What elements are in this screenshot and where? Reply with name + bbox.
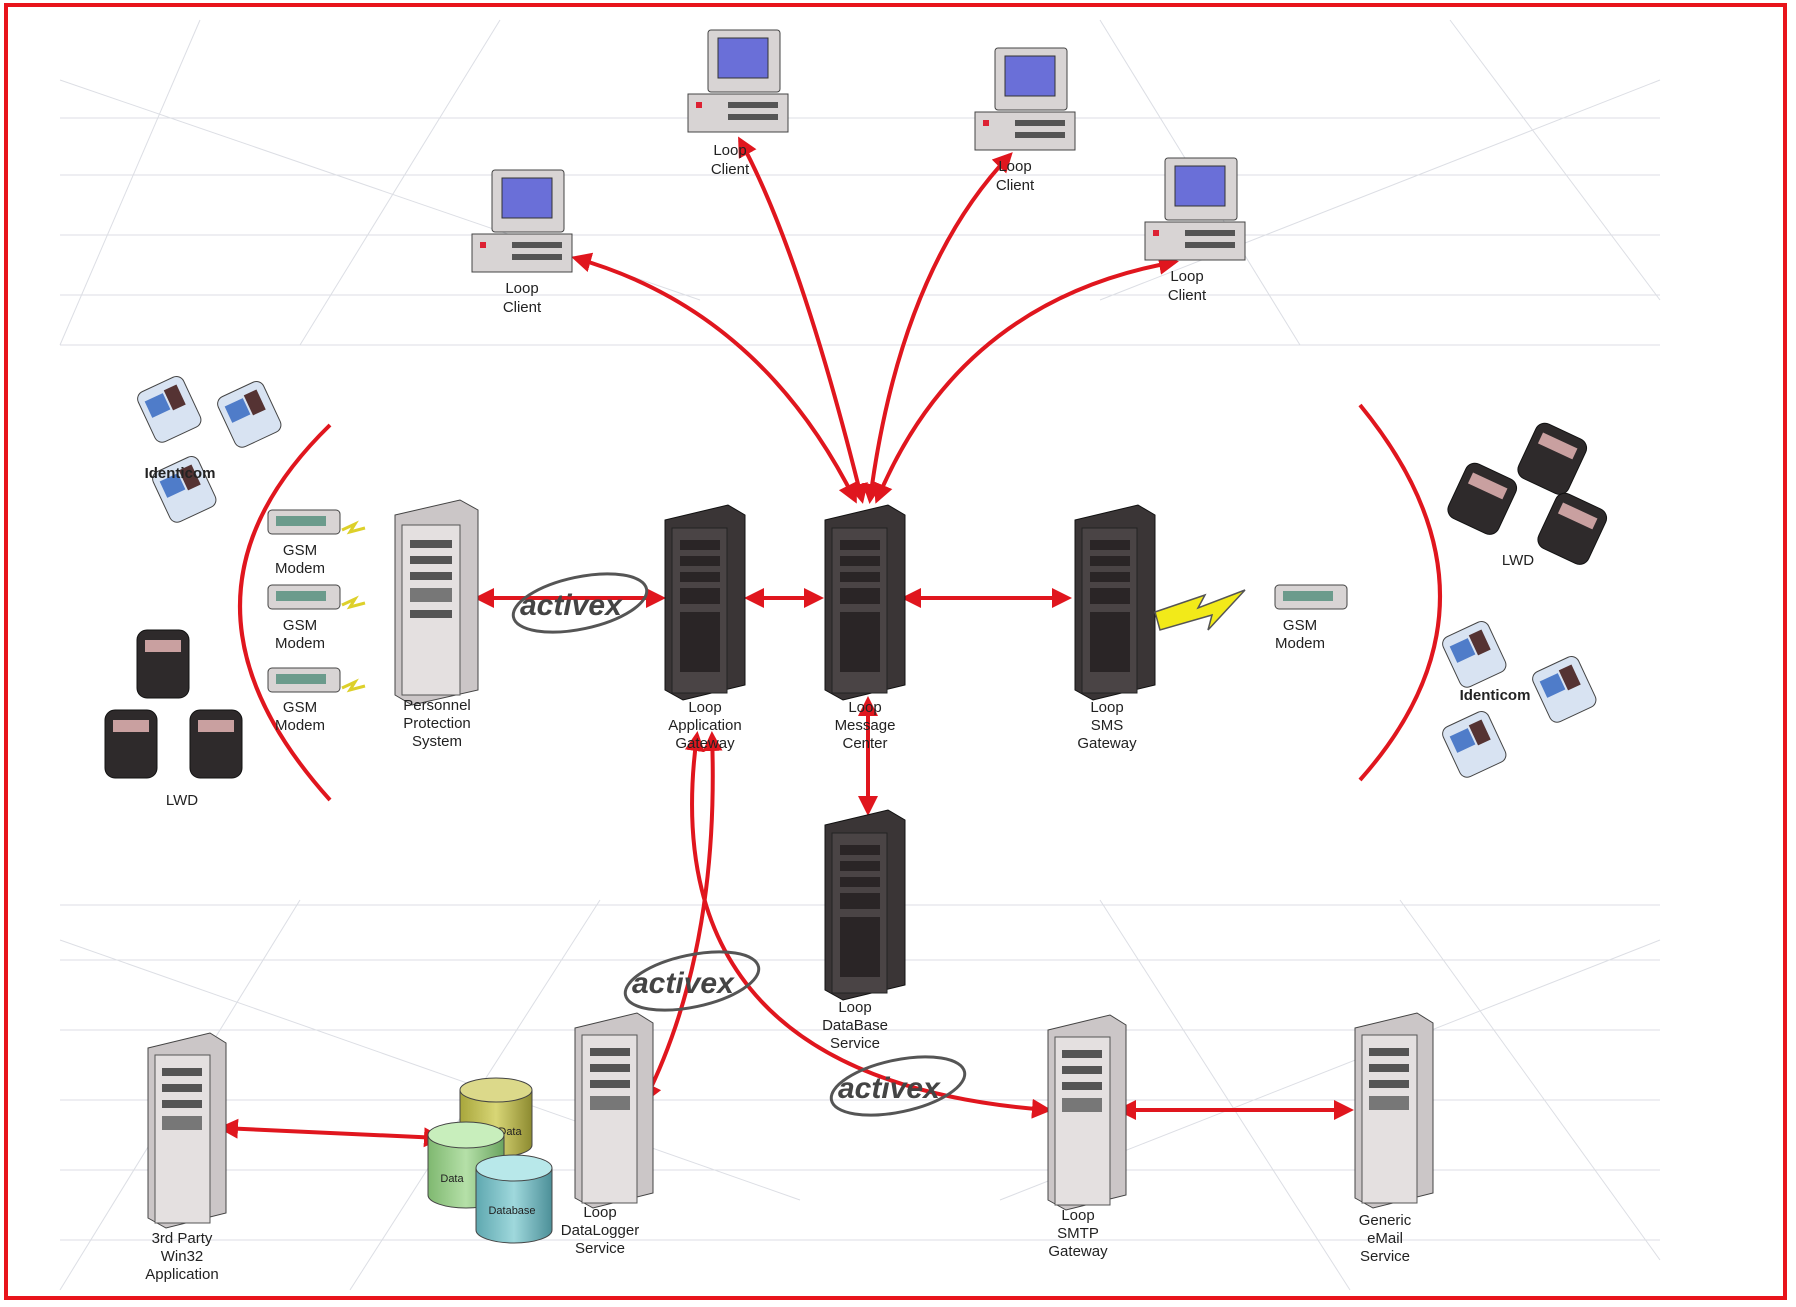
svg-text:activex: activex — [520, 589, 623, 622]
gsm-modems-left[interactable]: GSM Modem GSM Modem GSM Modem — [267, 509, 366, 734]
database-icon-3: Database — [475, 1154, 553, 1244]
right-group-arc — [1358, 403, 1442, 782]
svg-text:Personnel: Personnel — [403, 697, 471, 714]
client-pc-3[interactable]: Loop Client — [974, 47, 1076, 194]
gsm-modem-left-3: GSM Modem — [267, 667, 366, 734]
gsm-modem-left-1: GSM Modem — [267, 509, 366, 577]
lwd-left-label: LWD — [166, 792, 198, 809]
loop-datalogger-service-server[interactable]: Loop DataLogger Service — [561, 1012, 654, 1257]
svg-text:Service: Service — [830, 1035, 880, 1052]
activex-logo-3: activex — [829, 1055, 967, 1117]
third-party-win32-application-server[interactable]: 3rd Party Win32 Application — [145, 1032, 227, 1283]
svg-text:Application: Application — [145, 1266, 218, 1283]
loop-message-center-server[interactable]: Loop Message Center — [824, 504, 906, 752]
arrow-mc-client-4 — [873, 254, 1179, 504]
identicom-left-label: Identicom — [145, 465, 216, 482]
svg-text:Generic: Generic — [1359, 1212, 1412, 1229]
identicom-right-label: Identicom — [1460, 687, 1531, 704]
svg-text:Loop: Loop — [1061, 1207, 1094, 1224]
svg-text:Database: Database — [488, 1205, 535, 1217]
svg-text:Gateway: Gateway — [1077, 735, 1137, 752]
loop-sms-gateway-server[interactable]: Loop SMS Gateway — [1074, 504, 1156, 752]
client-2-label-line1: Loop — [713, 142, 746, 159]
client-1-label-line1: Loop — [505, 280, 538, 297]
client-1-label-line2: Client — [503, 299, 542, 316]
svg-text:eMail: eMail — [1367, 1230, 1403, 1247]
svg-text:Service: Service — [1360, 1248, 1410, 1265]
svg-text:Win32: Win32 — [161, 1248, 204, 1265]
svg-text:Loop: Loop — [848, 699, 881, 716]
svg-text:DataBase: DataBase — [822, 1017, 888, 1034]
svg-text:Modem: Modem — [275, 560, 325, 577]
svg-text:SMS: SMS — [1091, 717, 1124, 734]
svg-text:Protection: Protection — [403, 715, 471, 732]
personnel-protection-system-server[interactable]: Personnel Protection System — [394, 499, 479, 750]
loop-application-gateway-server[interactable]: Loop Application Gateway — [664, 504, 746, 752]
arrow-mc-client-2 — [738, 136, 868, 504]
lwd-devices-right[interactable]: LWD — [1445, 420, 1610, 569]
svg-text:Loop: Loop — [688, 699, 721, 716]
gsm-modem-right[interactable]: GSM Modem — [1274, 584, 1348, 652]
client-3-label-line1: Loop — [998, 158, 1031, 175]
client-4-label-line2: Client — [1168, 287, 1207, 304]
lwd-right-label: LWD — [1502, 552, 1534, 569]
client-pc-2[interactable]: Loop Client — [687, 29, 789, 178]
svg-text:System: System — [412, 733, 462, 750]
svg-text:Center: Center — [842, 735, 887, 752]
svg-text:3rd Party: 3rd Party — [152, 1230, 213, 1247]
svg-text:Service: Service — [575, 1240, 625, 1257]
svg-text:Application: Application — [668, 717, 741, 734]
svg-text:Modem: Modem — [275, 635, 325, 652]
identicom-devices-left[interactable]: Identicom — [135, 374, 284, 525]
lwd-devices-left[interactable]: LWD — [104, 629, 243, 809]
client-pc-4[interactable]: Loop Client — [1144, 157, 1246, 304]
svg-text:Modem: Modem — [1275, 635, 1325, 652]
database-cylinders[interactable]: Data Data Database — [427, 1077, 553, 1244]
svg-text:GSM: GSM — [283, 617, 317, 634]
loop-smtp-gateway-server[interactable]: Loop SMTP Gateway — [1047, 1014, 1127, 1260]
svg-text:Data: Data — [440, 1173, 464, 1185]
arrow-mc-client-1 — [571, 252, 857, 504]
loop-database-service-server[interactable]: Loop DataBase Service — [822, 809, 906, 1052]
client-4-label-line1: Loop — [1170, 268, 1203, 285]
gsm-modem-left-2: GSM Modem — [267, 584, 366, 652]
diagram-frame — [4, 3, 1787, 1300]
identicom-devices-right[interactable]: Identicom — [1440, 619, 1599, 780]
svg-text:Loop: Loop — [838, 999, 871, 1016]
svg-text:GSM: GSM — [283, 699, 317, 716]
arrow-appgw-datalogger — [643, 731, 723, 1104]
arrow-mc-client-3 — [862, 152, 1013, 504]
lightning-bolt-icon — [1154, 589, 1246, 631]
client-2-label-line2: Client — [711, 161, 750, 178]
svg-text:Loop: Loop — [1090, 699, 1123, 716]
svg-text:GSM: GSM — [1283, 617, 1317, 634]
svg-text:Loop: Loop — [583, 1204, 616, 1221]
svg-text:activex: activex — [632, 967, 735, 1000]
activex-logo-1: activex — [511, 572, 649, 634]
svg-text:Modem: Modem — [275, 717, 325, 734]
client-3-label-line2: Client — [996, 177, 1035, 194]
client-pc-1[interactable]: Loop Client — [471, 169, 573, 316]
activex-logo-2: activex — [623, 950, 761, 1012]
svg-text:DataLogger: DataLogger — [561, 1222, 639, 1239]
svg-text:GSM: GSM — [283, 542, 317, 559]
svg-text:Gateway: Gateway — [1048, 1243, 1108, 1260]
svg-text:activex: activex — [838, 1072, 941, 1105]
svg-text:SMTP: SMTP — [1057, 1225, 1099, 1242]
arrow-thirdparty-databases — [218, 1118, 444, 1148]
svg-text:Message: Message — [835, 717, 896, 734]
svg-text:Gateway: Gateway — [675, 735, 735, 752]
connection-arrows — [218, 136, 1354, 1148]
background-grid-top — [59, 19, 1661, 346]
generic-email-service-server[interactable]: Generic eMail Service — [1354, 1012, 1434, 1265]
left-group-arc — [238, 423, 332, 802]
